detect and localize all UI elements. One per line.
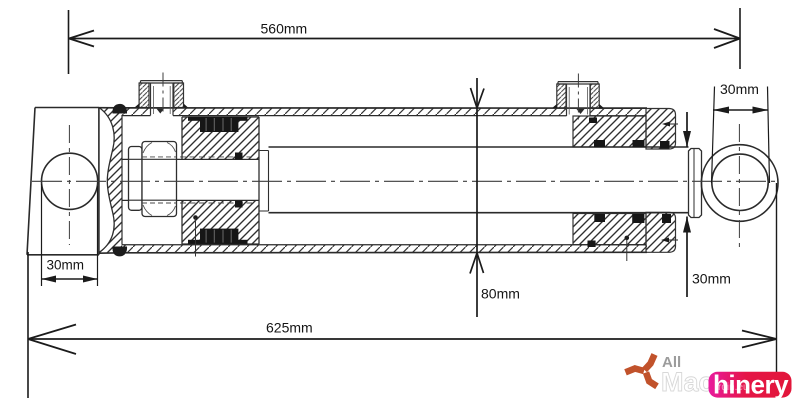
svg-text:80mm: 80mm [481,286,520,302]
svg-text:rdin.eu: rdin.eu [718,382,749,393]
svg-text:hinery: hinery [713,370,789,400]
svg-text:30mm: 30mm [692,271,731,287]
svg-text:30mm: 30mm [720,81,759,97]
svg-text:625mm: 625mm [266,320,313,336]
svg-text:560mm: 560mm [261,21,308,37]
svg-text:Mac: Mac [661,367,714,397]
svg-text:30mm: 30mm [47,258,85,273]
svg-text:All: All [662,354,681,371]
